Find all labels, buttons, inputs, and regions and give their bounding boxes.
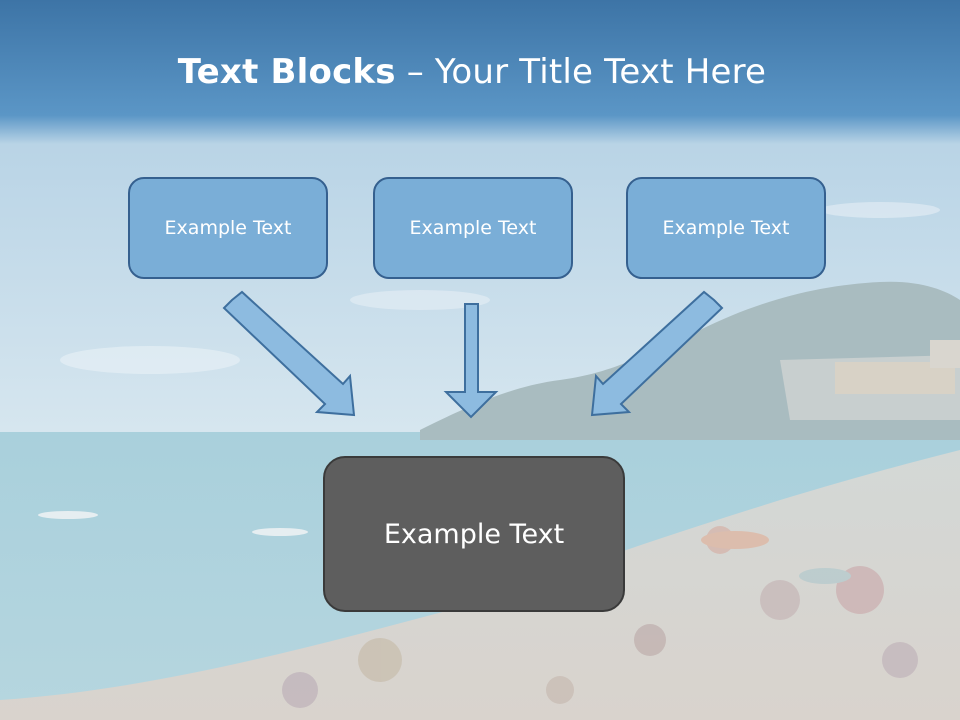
arrow-center-icon xyxy=(443,303,499,419)
title-rest-text: Your Title Text Here xyxy=(434,52,767,92)
main-text-block-label: Example Text xyxy=(383,518,565,550)
title-separator: – xyxy=(395,52,435,92)
main-text-block[interactable]: Example Text xyxy=(323,456,625,612)
title-bold-text: Text Blocks xyxy=(177,52,396,92)
text-block-1-label: Example Text xyxy=(164,217,292,239)
text-block-3[interactable]: Example Text xyxy=(626,177,826,279)
arrow-left-icon xyxy=(222,290,356,417)
arrow-right-icon xyxy=(590,290,724,417)
slide-title: Text Blocks – Your Title Text Here xyxy=(0,52,944,92)
text-block-2[interactable]: Example Text xyxy=(373,177,573,279)
text-block-2-label: Example Text xyxy=(409,217,537,239)
text-block-1[interactable]: Example Text xyxy=(128,177,328,279)
text-block-3-label: Example Text xyxy=(662,217,790,239)
